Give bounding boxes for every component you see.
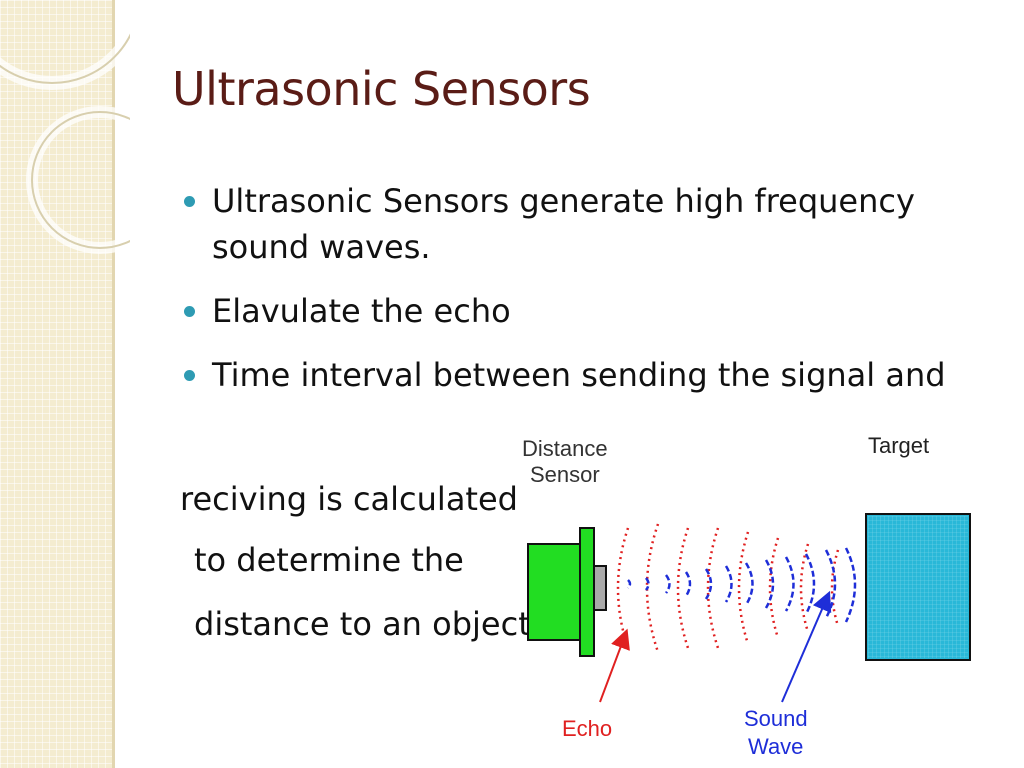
- sensor-face: [579, 527, 595, 657]
- continuation-line: distance to an object.: [194, 605, 541, 643]
- bullet-item: Ultrasonic Sensors generate high frequen…: [182, 178, 982, 270]
- bullet-list: Ultrasonic Sensors generate high frequen…: [182, 178, 982, 416]
- bullet-text: Ultrasonic Sensors generate high frequen…: [212, 182, 915, 266]
- wave-label-line2: Wave: [748, 734, 803, 759]
- sensor-label-line1: Distance: [522, 436, 608, 461]
- target-label: Target: [868, 433, 929, 458]
- bullet-dot-icon: [184, 370, 195, 381]
- bullet-item: Time interval between sending the signal…: [182, 352, 972, 398]
- sidebar-edge: [112, 0, 115, 768]
- sound-waves: [627, 547, 857, 623]
- bullet-item: Elavulate the echo: [182, 288, 982, 334]
- bullet-text: Time interval between sending the signal…: [212, 356, 946, 394]
- target-grid: [868, 516, 968, 658]
- bullet-dot-icon: [184, 196, 195, 207]
- wave-arrow: [781, 590, 832, 703]
- sensor-transducer: [593, 565, 607, 611]
- wave-label-line1: Sound: [744, 706, 808, 731]
- bullet-dot-icon: [184, 306, 195, 317]
- ultrasonic-diagram: Distance Sensor Target Echo Sound: [522, 433, 971, 759]
- echo-waves: [616, 523, 840, 653]
- continuation-line: reciving is calculated: [180, 480, 518, 518]
- echo-label: Echo: [562, 716, 612, 741]
- continuation-line: to determine the: [194, 541, 464, 579]
- bullet-text: Elavulate the echo: [212, 292, 511, 330]
- sensor-body: [527, 543, 581, 641]
- slide-title: Ultrasonic Sensors: [172, 62, 591, 116]
- echo-arrow: [599, 628, 630, 703]
- decorative-rings: [0, 16, 130, 254]
- sensor-label-line2: Sensor: [530, 462, 600, 487]
